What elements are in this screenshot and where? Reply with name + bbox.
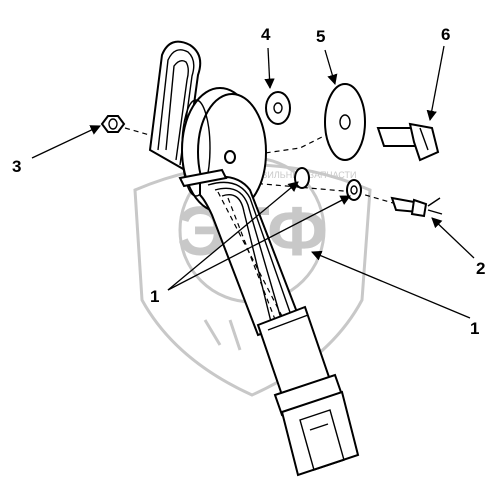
callout-1-left: 1 bbox=[150, 287, 159, 306]
callout-1-right: 1 bbox=[470, 319, 479, 338]
callout-3: 3 bbox=[12, 157, 21, 176]
leader-3 bbox=[31, 125, 101, 159]
wire-harness bbox=[178, 168, 302, 337]
large-washer bbox=[324, 83, 366, 161]
callout-5: 5 bbox=[316, 27, 325, 46]
callout-2: 2 bbox=[476, 259, 485, 278]
leader-1a-upper bbox=[167, 181, 299, 291]
leader-5 bbox=[324, 49, 338, 85]
hex-nut bbox=[100, 115, 126, 133]
connector-plug bbox=[256, 305, 360, 477]
leader-4 bbox=[264, 47, 275, 90]
leader-1b bbox=[311, 250, 471, 319]
leader-1a-lower bbox=[167, 195, 351, 291]
lower-washer-1 bbox=[294, 167, 310, 189]
leader-6 bbox=[426, 45, 445, 122]
small-washer bbox=[265, 91, 291, 125]
hex-bolt bbox=[376, 122, 440, 162]
leader-lines bbox=[31, 45, 475, 319]
leader-2 bbox=[431, 217, 475, 259]
callout-6: 6 bbox=[441, 25, 450, 44]
lower-washer-2 bbox=[346, 179, 362, 201]
small-screw bbox=[390, 196, 443, 218]
callout-4: 4 bbox=[261, 25, 271, 44]
callout-labels: 3 4 5 6 2 1 1 bbox=[12, 25, 485, 338]
